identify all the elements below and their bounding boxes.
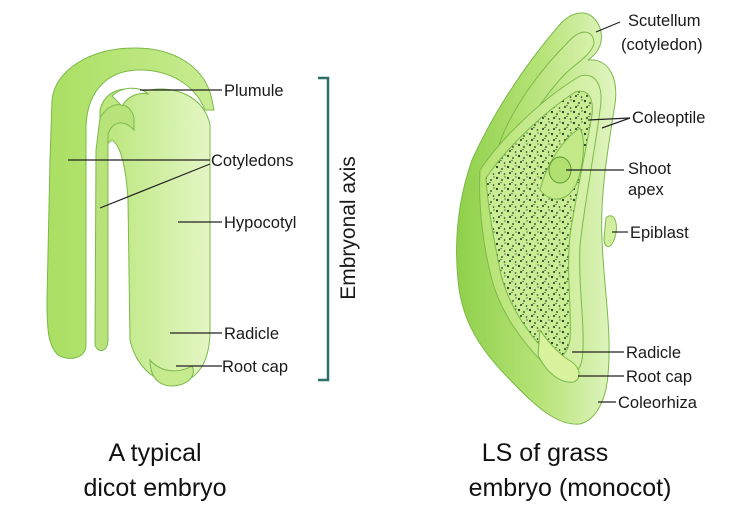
label-scutellum-sub: (cotyledon) [621,36,703,54]
label-hypocotyl: Hypocotyl [224,214,296,232]
caption-monocot-line1: LS of grass [482,439,608,467]
monocot-epiblast [603,215,617,247]
monocot-radicle [537,328,580,383]
label-radicle-dicot: Radicle [224,325,279,343]
leader-cotyledon-2 [99,163,211,209]
label-plumule: Plumule [224,82,284,100]
caption-dicot-line1: A typical [108,439,201,467]
embryonal-axis-bracket [318,76,330,382]
monocot-leader-lines [566,21,631,403]
caption-dicot-line2: dicot embryo [83,474,226,502]
label-root-cap-mono: Root cap [626,368,692,386]
dicot-cotyledon-outer [46,47,215,359]
label-radicle-mono: Radicle [626,344,681,362]
leader-scutellum [595,21,621,33]
dicot-axis [99,88,211,383]
monocot-embryo-drawing [456,12,617,425]
dicot-embryo-drawing [46,47,215,387]
caption-monocot-line2: embryo (monocot) [469,474,672,502]
label-apex: apex [628,181,665,199]
label-coleoptile: Coleoptile [632,109,705,127]
label-root-cap-dicot: Root cap [222,358,288,376]
dicot-root-cap [149,358,194,387]
dicot-plumule [111,87,150,107]
dicot-leader-lines [68,89,222,367]
leader-coleoptile-2 [601,117,631,129]
label-embryonal-axis: Embryonal axis [337,156,360,300]
label-shoot: Shoot [628,160,672,178]
label-epiblast: Epiblast [630,224,689,242]
label-scutellum: Scutellum [628,12,700,30]
label-cotyledons: Cotyledons [211,152,294,170]
leader-coleoptile-1 [587,117,631,121]
label-coleorhiza: Coleorhiza [618,394,698,412]
